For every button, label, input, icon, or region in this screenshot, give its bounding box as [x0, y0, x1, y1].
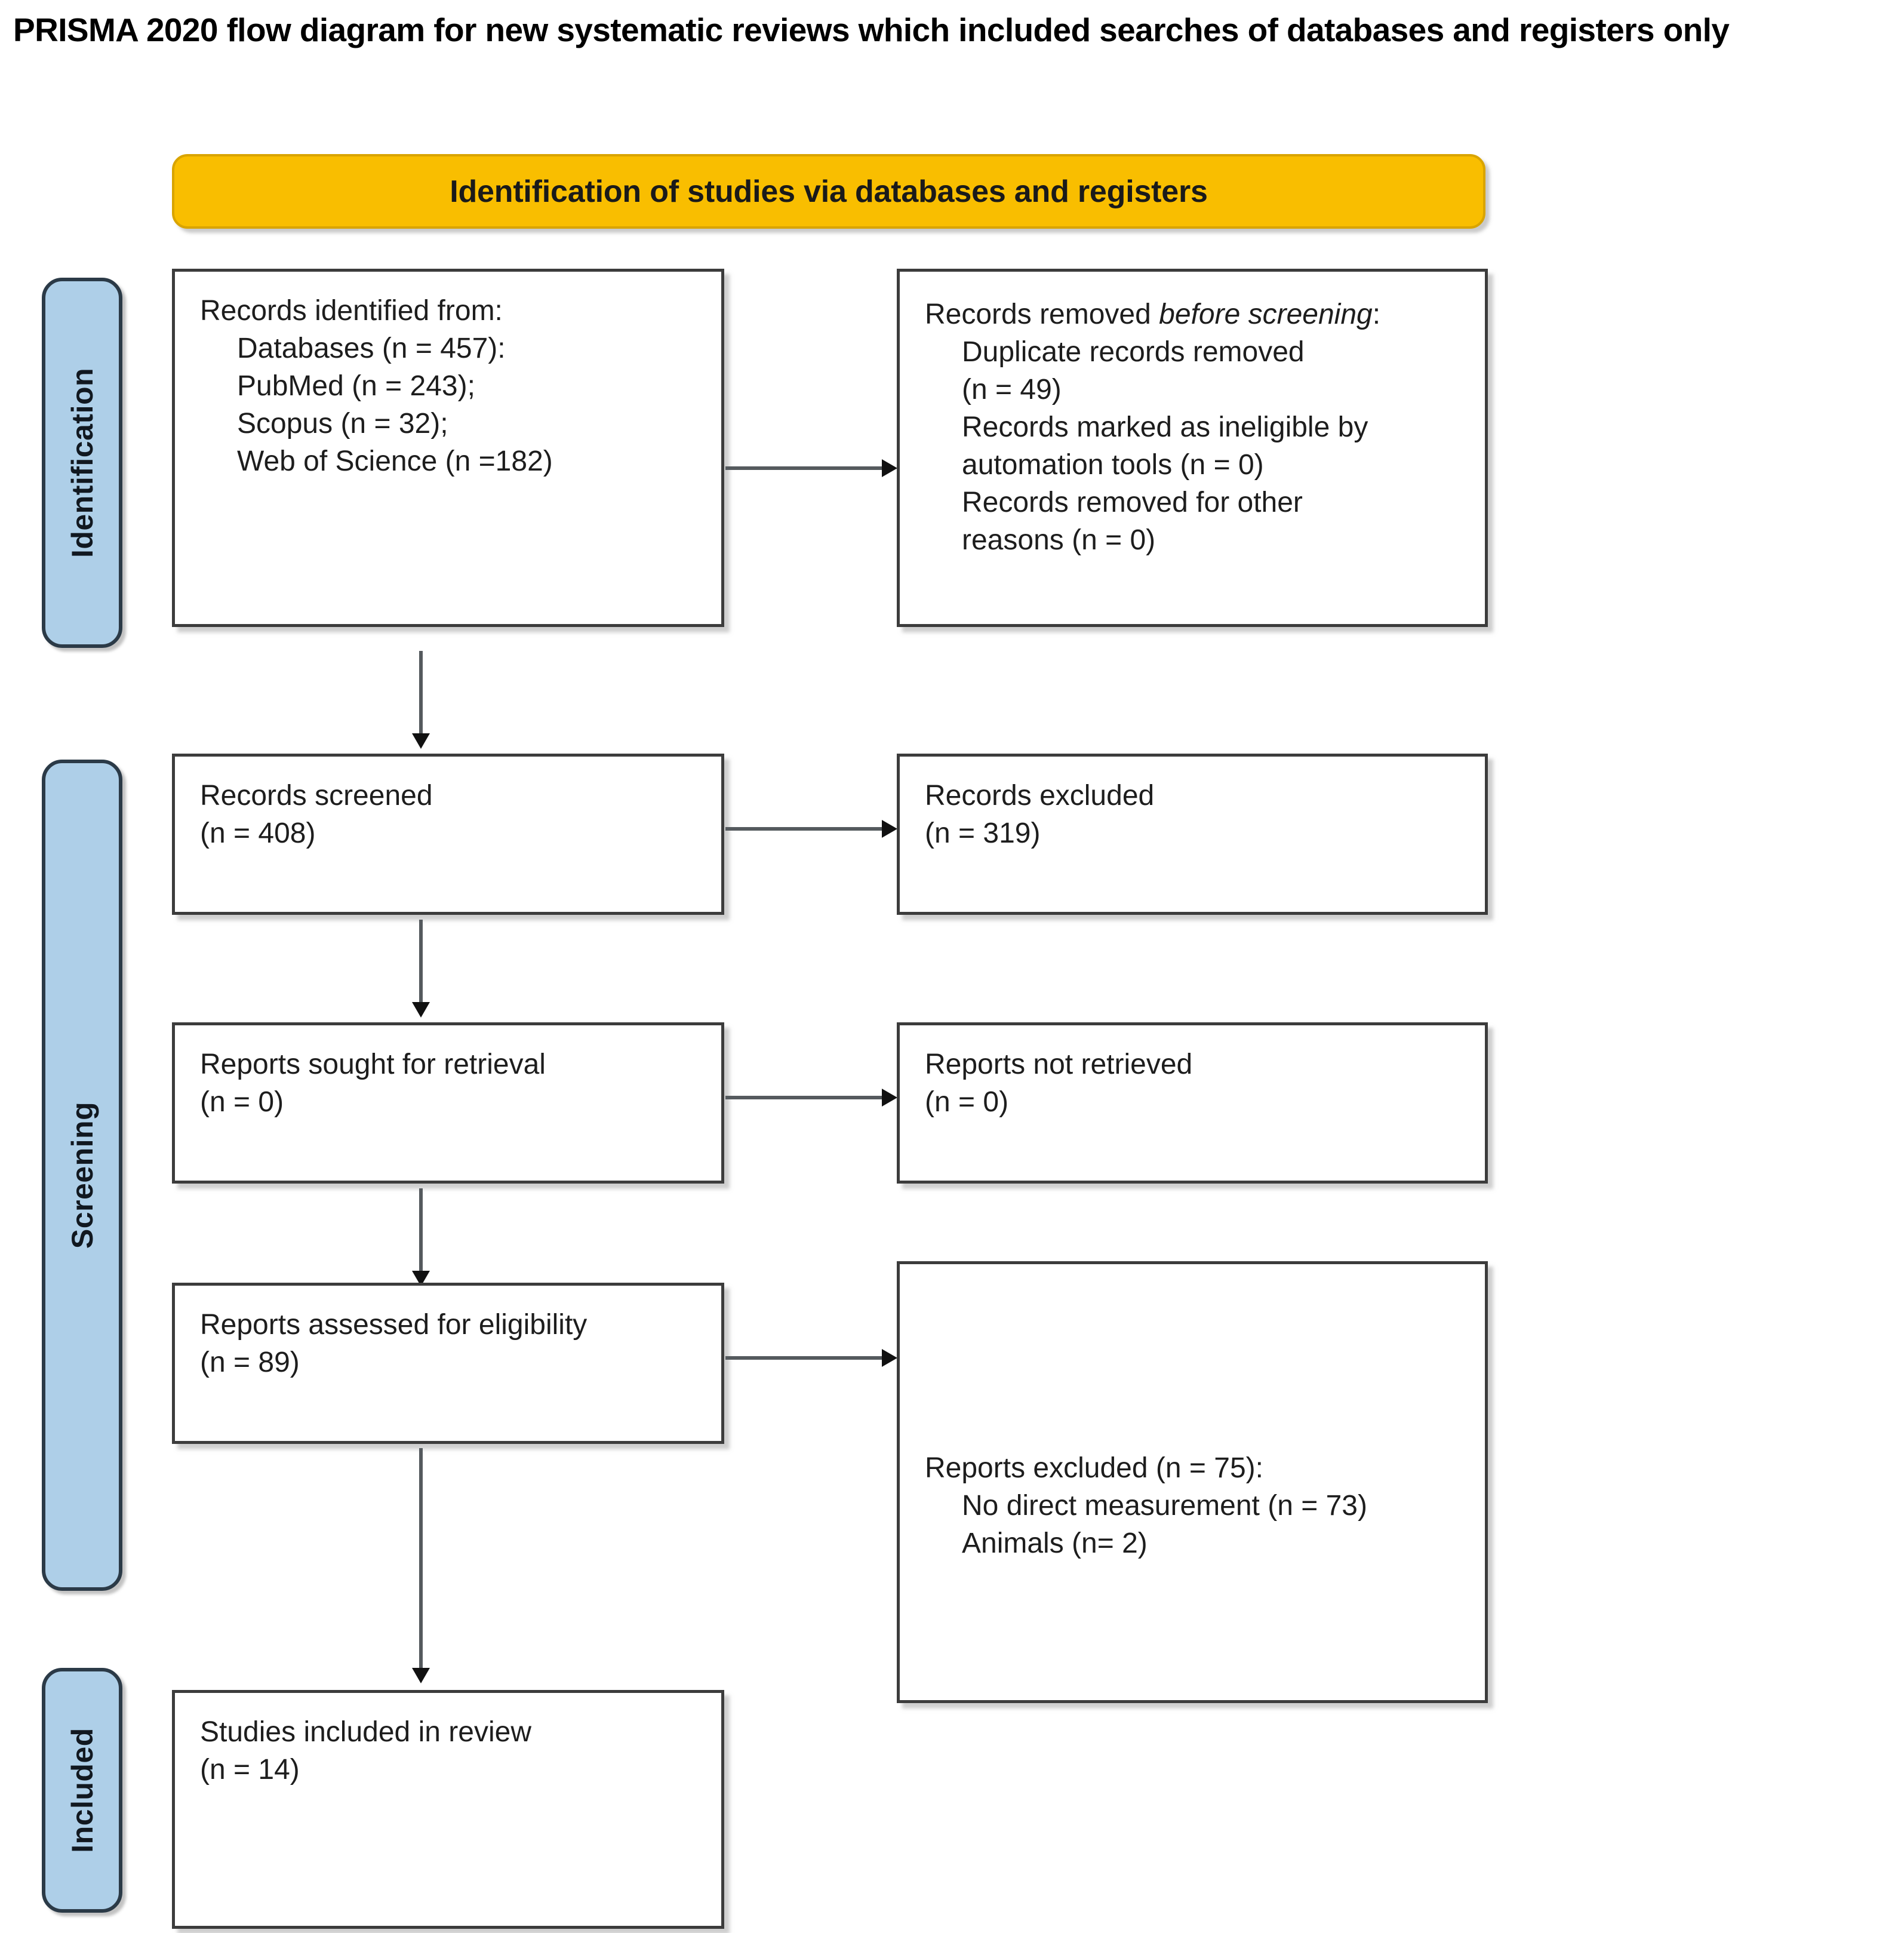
box-line: (n = 89)	[200, 1347, 300, 1378]
box-line: Reports not retrieved	[925, 1049, 1193, 1080]
page-title: PRISMA 2020 flow diagram for new systema…	[13, 11, 1730, 48]
box-line: Studies included in review	[200, 1716, 531, 1748]
banner-label: Identification of studies via databases …	[450, 174, 1208, 209]
phase-bar-identification: Identification	[42, 278, 122, 648]
phase-label-identification: Identification	[65, 367, 99, 558]
box-line: PubMed (n = 243);	[237, 370, 475, 402]
box-line: (n = 14)	[200, 1754, 300, 1786]
box-line: Web of Science (n =182)	[237, 445, 553, 477]
banner-identification-of-studies: Identification of studies via databases …	[172, 154, 1485, 229]
connector-assessed-to-included	[419, 1448, 423, 1669]
box-line: Records removed for other	[962, 487, 1303, 518]
box-line: Records removed before screening:	[925, 296, 1467, 333]
box-reports-not-retrieved: Reports not retrieved (n = 0)	[897, 1022, 1488, 1184]
box-records-removed-before-screening: Records removed before screening: Duplic…	[897, 269, 1488, 627]
box-line: automation tools (n = 0)	[962, 449, 1264, 481]
connector-assessed-to-reports-excluded	[725, 1356, 882, 1360]
box-records-screened: Records screened (n = 408)	[172, 754, 724, 915]
box-studies-included-in-review: Studies included in review (n = 14)	[172, 1690, 724, 1929]
box-line: (n = 0)	[200, 1086, 284, 1118]
box-line: Scopus (n = 32);	[237, 408, 448, 440]
arrowhead-assessed-to-included	[412, 1668, 430, 1683]
box-line: (n = 49)	[962, 374, 1062, 405]
arrowhead-screened-to-sought	[412, 1002, 430, 1018]
connector-identified-to-screened	[419, 651, 423, 735]
box-records-identified: Records identified from: Databases (n = …	[172, 269, 724, 627]
box-line: No direct measurement (n = 73)	[962, 1490, 1367, 1522]
connector-sought-to-assessed	[419, 1188, 423, 1272]
connector-sought-to-not-retrieved	[725, 1096, 882, 1099]
phase-bar-included: Included	[42, 1668, 122, 1913]
box-line: Animals (n= 2)	[962, 1528, 1148, 1559]
box-reports-sought-for-retrieval: Reports sought for retrieval (n = 0)	[172, 1022, 724, 1184]
phase-bar-screening: Screening	[42, 760, 122, 1591]
connector-screened-to-sought	[419, 920, 423, 1003]
arrowhead-assessed-to-reports-excluded	[882, 1349, 897, 1367]
box-line: (n = 319)	[925, 818, 1041, 849]
box-line: Reports excluded (n = 75):	[925, 1452, 1263, 1484]
phase-label-included: Included	[65, 1728, 99, 1853]
box-line-text-suffix: :	[1372, 299, 1381, 330]
box-line-text-italic: before screening	[1159, 299, 1373, 330]
arrowhead-screened-to-excluded	[882, 820, 897, 838]
box-line: Records identified from:	[200, 295, 503, 327]
box-line-text-prefix: Records removed	[925, 299, 1159, 330]
connector-screened-to-excluded	[725, 827, 882, 831]
phase-label-screening: Screening	[65, 1101, 99, 1249]
box-line: reasons (n = 0)	[962, 524, 1156, 556]
box-line: Duplicate records removed	[962, 336, 1305, 368]
arrowhead-identified-to-screened	[412, 733, 430, 749]
arrowhead-identified-to-removed	[882, 459, 897, 477]
arrowhead-sought-to-not-retrieved	[882, 1089, 897, 1107]
box-line: (n = 408)	[200, 818, 316, 849]
box-line: Databases (n = 457):	[237, 333, 506, 364]
box-reports-excluded: Reports excluded (n = 75): No direct mea…	[897, 1261, 1488, 1703]
box-line: Records marked as ineligible by	[962, 411, 1368, 443]
box-line: Records excluded	[925, 780, 1155, 812]
connector-identified-to-removed	[725, 466, 882, 470]
box-line: (n = 0)	[925, 1086, 1009, 1118]
box-reports-assessed-for-eligibility: Reports assessed for eligibility (n = 89…	[172, 1283, 724, 1444]
box-line: Reports assessed for eligibility	[200, 1309, 587, 1341]
box-line: Reports sought for retrieval	[200, 1049, 546, 1080]
box-records-excluded: Records excluded (n = 319)	[897, 754, 1488, 915]
box-line: Records screened	[200, 780, 433, 812]
